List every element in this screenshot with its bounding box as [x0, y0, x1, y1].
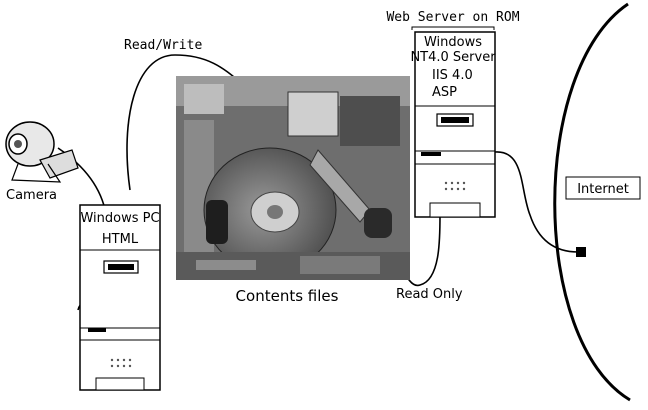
internet-label-box: Internet: [565, 176, 641, 200]
contents-files-label: Contents files: [236, 287, 339, 305]
web-server-label: Web Server on ROM: [386, 10, 519, 25]
server-tower: [414, 31, 496, 218]
internet-arc: [553, 2, 631, 402]
asp-label: ASP: [432, 85, 457, 100]
read-only-label: Read Only: [396, 287, 463, 302]
server-bracket: [411, 26, 495, 30]
read-write-label: Read/Write: [124, 38, 202, 53]
windows-nt-label-line1: Windows: [424, 35, 482, 50]
windows-pc-label: Windows PC: [80, 211, 159, 226]
windows-nt-label-line2: NT4.0 Server: [410, 50, 496, 65]
camera-icon: [5, 121, 79, 183]
windows-pc-tower: [79, 204, 161, 391]
internet-label: Internet: [577, 182, 629, 197]
device-photo: [176, 76, 410, 280]
html-label: HTML: [102, 232, 139, 247]
camera-label: Camera: [6, 188, 57, 203]
iis-label: IIS 4.0: [432, 68, 473, 83]
